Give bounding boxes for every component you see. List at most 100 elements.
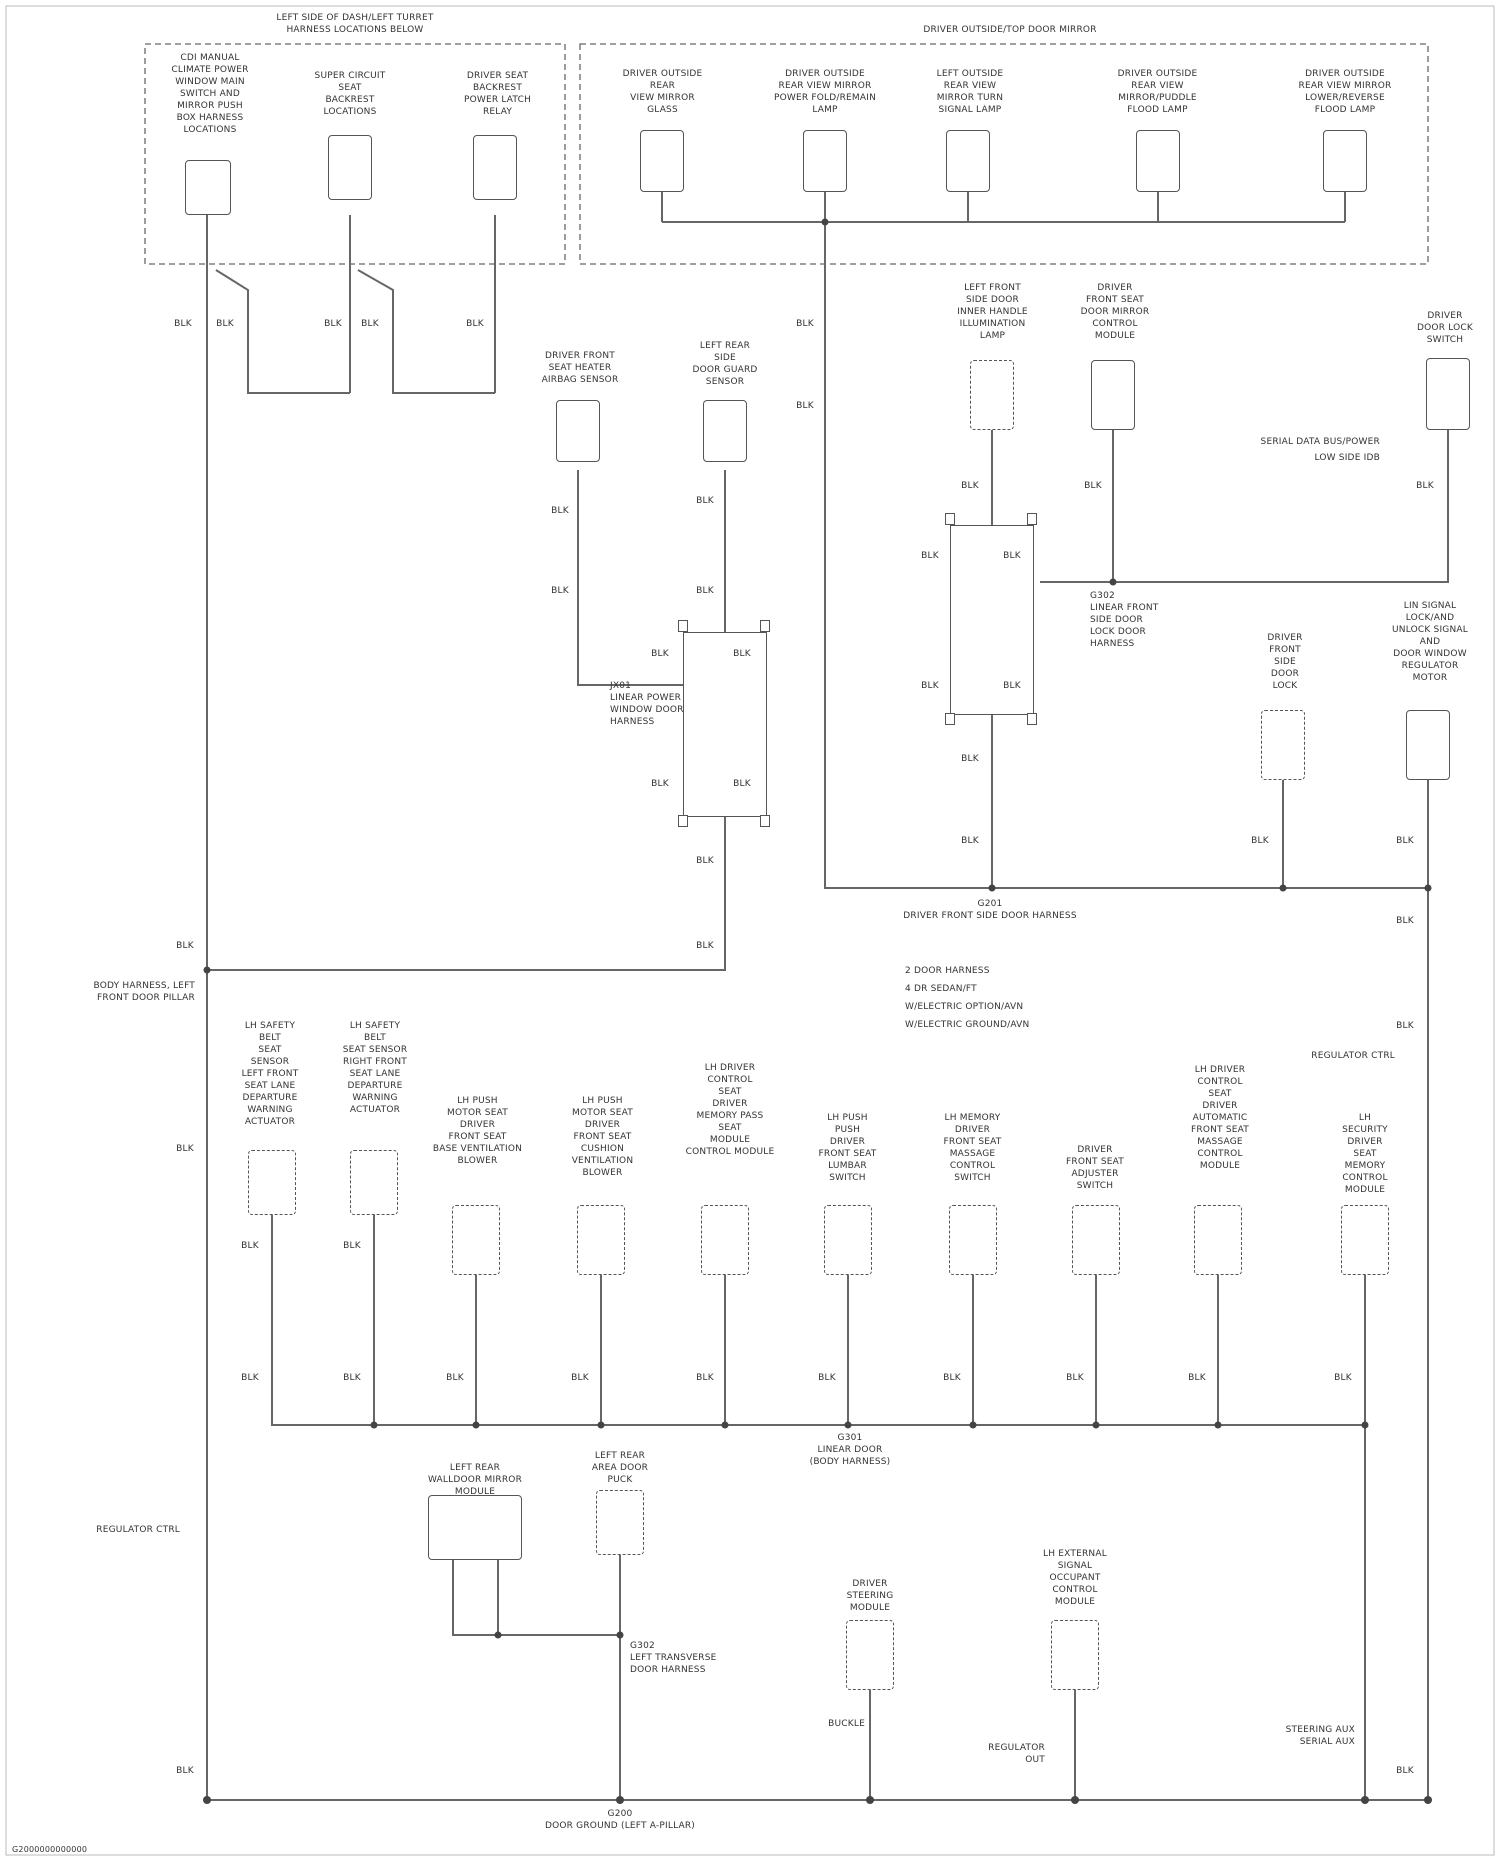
wire-label: BLK	[955, 753, 985, 765]
wire-label: BLK	[235, 1372, 265, 1384]
component-label: LH PUSH PUSH DRIVER FRONT SEAT LUMBAR SW…	[800, 1112, 895, 1184]
component-label: LH SECURITY DRIVER SEAT MEMORY CONTROL M…	[1320, 1112, 1410, 1196]
connector	[1194, 1205, 1242, 1275]
wire-label: BLK	[1245, 835, 1275, 847]
splice-tab	[945, 713, 955, 725]
signal-note: REGULATOR OUT	[960, 1742, 1045, 1766]
component-label: LEFT OUTSIDE REAR VIEW MIRROR TURN SIGNA…	[910, 68, 1030, 116]
connector	[1323, 130, 1367, 192]
wire-label: BLK	[1410, 480, 1440, 492]
component-label: DRIVER OUTSIDE REAR VIEW MIRROR GLASS	[600, 68, 725, 116]
wire-label: BLK	[937, 1372, 967, 1384]
ground-label: G200 DOOR GROUND (LEFT A-PILLAR)	[500, 1808, 740, 1832]
connector	[248, 1150, 296, 1215]
signal-note: STEERING AUX SERIAL AUX	[1225, 1724, 1355, 1748]
component-label: LH PUSH MOTOR SEAT DRIVER FRONT SEAT BAS…	[420, 1095, 535, 1167]
legend-item: W/ELECTRIC OPTION/AVN	[905, 1001, 1105, 1013]
wire-label: BLK	[170, 1143, 200, 1155]
wire-label: BLK	[1182, 1372, 1212, 1384]
wire-label: BLK	[690, 495, 720, 507]
connector	[1051, 1620, 1099, 1690]
signal-note: REGULATOR CTRL	[60, 1524, 180, 1536]
component-label: LH MEMORY DRIVER FRONT SEAT MASSAGE CONT…	[915, 1112, 1030, 1184]
ground-label: G201 DRIVER FRONT SIDE DOOR HARNESS	[860, 898, 1120, 922]
wire-label: BLK	[727, 778, 757, 790]
wire-label: BLK	[440, 1372, 470, 1384]
wire-label: BLK	[337, 1240, 367, 1252]
connector	[846, 1620, 894, 1690]
wire-label: BLK	[997, 550, 1027, 562]
connector	[473, 135, 517, 200]
wire-label: BLK	[1390, 915, 1420, 927]
component-label: DRIVER OUTSIDE REAR VIEW MIRROR POWER FO…	[755, 68, 895, 116]
component-label: LEFT REAR AREA DOOR PUCK	[580, 1450, 660, 1486]
splice-tab	[678, 620, 688, 632]
connector	[1136, 130, 1180, 192]
signal-note: LOW SIDE IDB	[1230, 452, 1380, 464]
connector	[824, 1205, 872, 1275]
splice-tab	[945, 513, 955, 525]
connector	[946, 130, 990, 192]
wire-label: BLK	[170, 940, 200, 952]
wire-label: BLK	[812, 1372, 842, 1384]
wire-label: BLK	[645, 778, 675, 790]
wire-label: BLK	[1078, 480, 1108, 492]
connector	[556, 400, 600, 462]
connector	[428, 1495, 522, 1560]
wire-label: BLK	[790, 318, 820, 330]
component-label: DRIVER OUTSIDE REAR VIEW MIRROR/PUDDLE F…	[1085, 68, 1230, 116]
connector	[452, 1205, 500, 1275]
connector	[1406, 710, 1450, 780]
connector	[328, 135, 372, 200]
connector	[640, 130, 684, 192]
wire-label: BLK	[690, 585, 720, 597]
connector	[1091, 360, 1135, 430]
wire-label: BLK	[690, 855, 720, 867]
connector	[596, 1490, 644, 1555]
splice-label: JX01 LINEAR POWER WINDOW DOOR HARNESS	[610, 680, 700, 728]
connector	[1341, 1205, 1389, 1275]
wire-label: BLK	[1390, 835, 1420, 847]
left-group-title: LEFT SIDE OF DASH/LEFT TURRET HARNESS LO…	[230, 12, 480, 36]
wire-label: BLK	[1390, 1765, 1420, 1777]
component-label: DRIVER SEAT BACKREST POWER LATCH RELAY	[440, 70, 555, 118]
wire-label: BLK	[727, 648, 757, 660]
right-group-title: DRIVER OUTSIDE/TOP DOOR MIRROR	[860, 24, 1160, 36]
component-label: LEFT REAR SIDE DOOR GUARD SENSOR	[670, 340, 780, 388]
wire-label: BLK	[168, 318, 198, 330]
wire-label: BLK	[545, 505, 575, 517]
wire-label: BLK	[955, 835, 985, 847]
wire-label: BLK	[915, 680, 945, 692]
signal-note: REGULATOR CTRL	[1280, 1050, 1395, 1062]
splice-tab	[678, 815, 688, 827]
splice-label: G301 LINEAR DOOR (BODY HARNESS)	[770, 1432, 930, 1468]
connector	[1261, 710, 1305, 780]
component-label: SUPER CIRCUIT SEAT BACKREST LOCATIONS	[290, 70, 410, 118]
component-label: DRIVER FRONT SEAT DOOR MIRROR CONTROL MO…	[1060, 282, 1170, 342]
connector	[350, 1150, 398, 1215]
wire-label: BLK	[955, 480, 985, 492]
component-label: DRIVER STEERING MODULE	[820, 1578, 920, 1614]
wire-label: BLK	[235, 1240, 265, 1252]
wire-label: BLK	[170, 1765, 200, 1777]
footer-code: G2000000000000	[12, 1844, 162, 1856]
connector	[949, 1205, 997, 1275]
component-label: LH SAFETY BELT SEAT SENSOR RIGHT FRONT S…	[325, 1020, 425, 1116]
component-label: LH DRIVER CONTROL SEAT DRIVER MEMORY PAS…	[670, 1062, 790, 1158]
splice-label: G302 LINEAR FRONT SIDE DOOR LOCK DOOR HA…	[1090, 590, 1190, 650]
component-label: LH PUSH MOTOR SEAT DRIVER FRONT SEAT CUS…	[550, 1095, 655, 1179]
component-label: DRIVER FRONT SEAT ADJUSTER SWITCH	[1045, 1144, 1145, 1192]
splice-label: G302 LEFT TRANSVERSE DOOR HARNESS	[630, 1640, 760, 1676]
connector	[577, 1205, 625, 1275]
connector	[970, 360, 1014, 430]
wire-label: BLK	[210, 318, 240, 330]
wire-label: BLK	[545, 585, 575, 597]
component-label: DRIVER FRONT SEAT HEATER AIRBAG SENSOR	[520, 350, 640, 386]
connector	[701, 1205, 749, 1275]
connector	[185, 160, 231, 215]
wire-label: BLK	[1328, 1372, 1358, 1384]
wire-label: BLK	[690, 940, 720, 952]
harness-note: BODY HARNESS, LEFT FRONT DOOR PILLAR	[45, 980, 195, 1004]
